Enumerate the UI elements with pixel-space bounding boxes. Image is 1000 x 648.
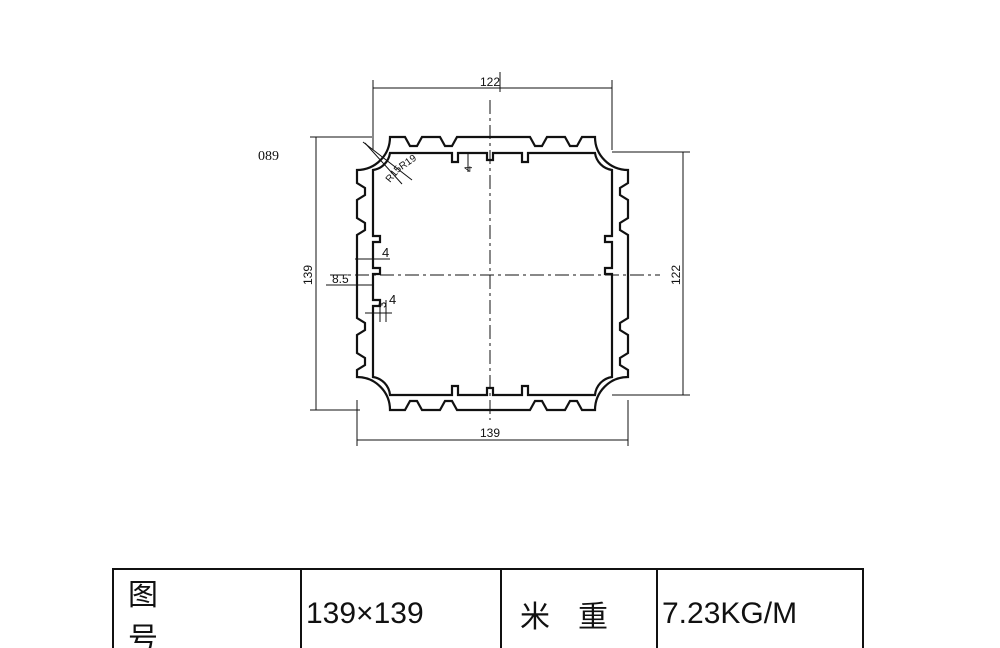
dim-top-width: 122	[480, 75, 500, 89]
dimension-bottom	[356, 400, 629, 446]
dim-slot-depth-side: 4	[382, 245, 389, 260]
title-block: 图号 139×139 米重 7.23KG/M	[112, 568, 864, 648]
dimension-right	[612, 151, 690, 396]
profile-outline	[355, 135, 630, 412]
dimension-top	[372, 72, 613, 150]
dim-right-height: 122	[669, 265, 683, 285]
dim-slot-depth-small: 4	[389, 292, 396, 307]
dim-left-height: 139	[301, 265, 315, 285]
drawing-no-value: 139×139	[300, 568, 502, 648]
dim-wall-offset: 8.5	[332, 272, 349, 286]
drawing-code: 089	[258, 149, 279, 164]
dim-slot-depth-top: 4	[463, 166, 475, 172]
weight-label: 米重	[500, 568, 658, 648]
drawing-no-label: 图号	[112, 568, 302, 648]
weight-value: 7.23KG/M	[656, 568, 864, 648]
radius-leader-inner	[364, 142, 403, 185]
dimension-left	[310, 136, 372, 411]
dim-bottom-width: 139	[480, 426, 500, 440]
dim-slot-width: 3	[377, 302, 389, 308]
